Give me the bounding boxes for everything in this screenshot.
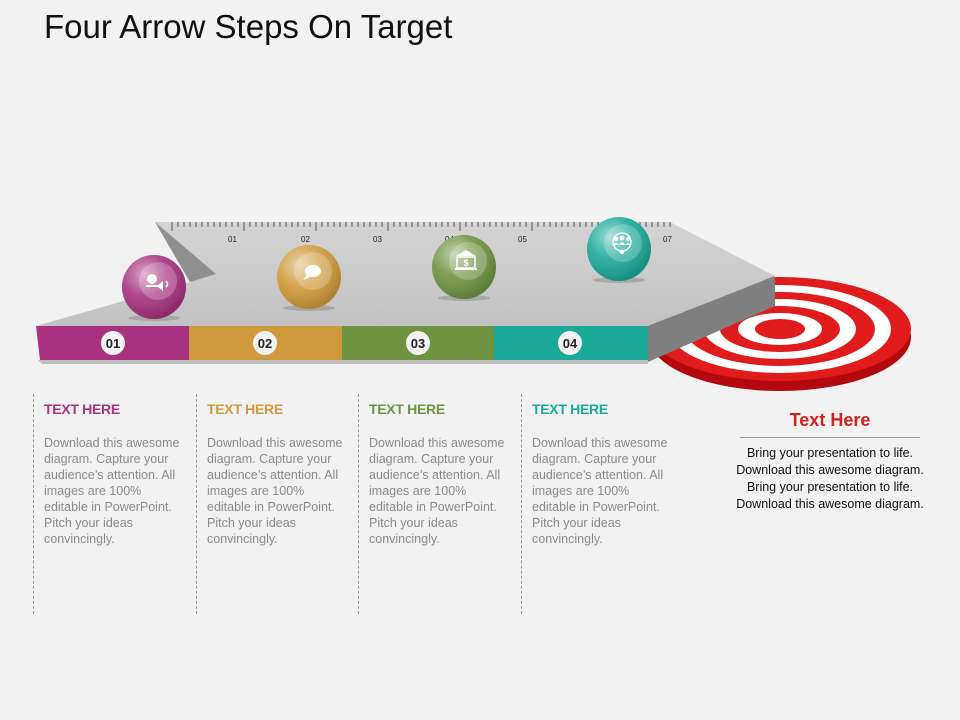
badge-02: [253, 331, 277, 355]
step-column-03: TEXT HERE Download this awesome diagram.…: [358, 394, 509, 614]
step-heading-02: TEXT HERE: [207, 401, 283, 417]
megaphone-icon: [146, 274, 169, 291]
step-ball-02: [277, 245, 341, 311]
badge-04-number: 04: [563, 336, 578, 351]
step-heading-04: TEXT HERE: [532, 401, 608, 417]
step-column-04: TEXT HERE Download this awesome diagram.…: [521, 394, 672, 614]
badge-04: [558, 331, 582, 355]
step-body-03: Download this awesome diagram. Capture y…: [369, 436, 505, 546]
arrow-side-face: [648, 276, 775, 362]
team-icon: [612, 232, 632, 255]
target-heading: Text Here: [740, 410, 920, 438]
ruler-label-07: 07: [663, 235, 672, 244]
bank-dollar-icon: $: [455, 250, 477, 270]
target-body: Bring your presentation to life. Downloa…: [736, 446, 924, 511]
number-badges: 01 02 03 04: [101, 331, 582, 355]
step-ball-04: [587, 217, 651, 283]
step-heading-03: TEXT HERE: [369, 401, 445, 417]
badge-01: [101, 331, 125, 355]
step-ball-03: $: [432, 235, 496, 301]
target-text-box: Text Here Bring your presentation to lif…: [736, 410, 924, 513]
step-column-02: TEXT HERE Download this awesome diagram.…: [196, 394, 347, 614]
badge-03: [406, 331, 430, 355]
step-heading-01: TEXT HERE: [44, 401, 120, 417]
badge-03-number: 03: [411, 336, 425, 351]
ruler-label-03: 03: [373, 235, 382, 244]
ruler-label-02: 02: [301, 235, 310, 244]
step-body-04: Download this awesome diagram. Capture y…: [532, 436, 668, 546]
badge-01-number: 01: [106, 336, 120, 351]
ruler-label-05: 05: [518, 235, 527, 244]
slide-title: Four Arrow Steps On Target: [44, 8, 453, 45]
ruler-label-01: 01: [228, 235, 237, 244]
step-body-02: Download this awesome diagram. Capture y…: [207, 436, 343, 546]
step-column-01: TEXT HERE Download this awesome diagram.…: [33, 394, 184, 614]
step-ball-01: [122, 255, 186, 321]
chat-bubble-icon: [303, 265, 321, 280]
svg-text:$: $: [463, 258, 468, 268]
badge-02-number: 02: [258, 336, 272, 351]
step-segments: [36, 326, 648, 360]
step-body-01: Download this awesome diagram. Capture y…: [44, 436, 180, 546]
arrow-tail-notch: [155, 222, 216, 282]
